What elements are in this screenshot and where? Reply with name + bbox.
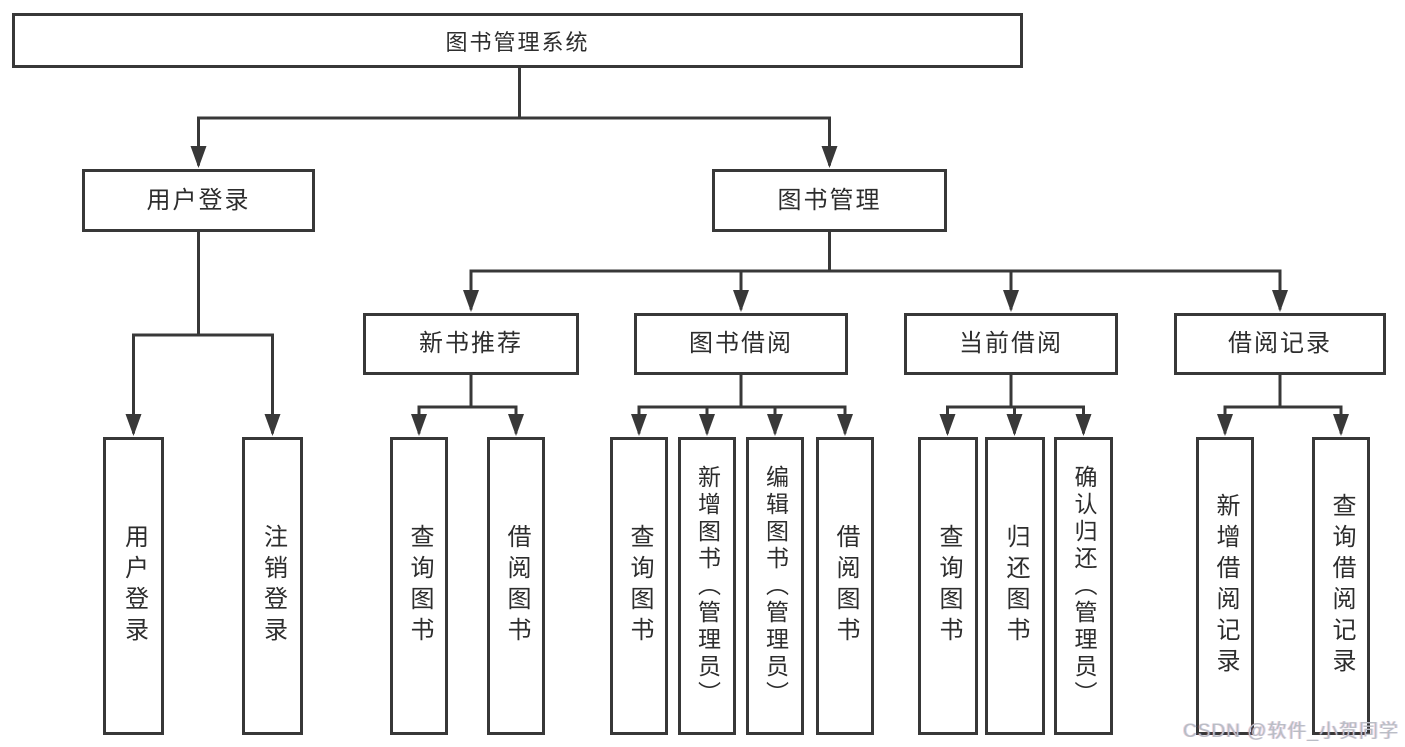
- node-book-management: 图书管理: [712, 169, 947, 232]
- node-label: 新书推荐: [419, 330, 523, 357]
- leaf-borrow-books: 借阅图书: [816, 437, 874, 735]
- arrowhead: [699, 414, 715, 436]
- node-label: 查询借阅记录: [1328, 493, 1355, 679]
- node-book-borrow: 图书借阅: [634, 313, 848, 375]
- node-label: 注销登录: [259, 524, 287, 648]
- leaf-return-books: 归还图书: [985, 437, 1045, 735]
- connector-book-management: [469, 230, 1282, 310]
- node-label: 图书管理系统: [445, 29, 590, 55]
- arrowhead: [1272, 290, 1288, 312]
- node-new-book-recommend: 新书推荐: [363, 313, 579, 375]
- node-label: 借阅图书: [503, 524, 530, 648]
- arrowhead: [463, 290, 479, 312]
- node-label: 图书管理: [777, 186, 882, 214]
- leaf-query-books-recommend: 查询图书: [390, 437, 448, 735]
- csdn-watermark: CSDN @软件_小贺同学: [1183, 721, 1399, 742]
- arrowhead: [1075, 414, 1092, 436]
- node-borrow-record: 借阅记录: [1174, 313, 1386, 375]
- leaf-add-books-admin: 新增图书（管理员）: [678, 437, 736, 735]
- arrowhead: [939, 414, 956, 436]
- connector-root: [197, 66, 831, 166]
- node-label: 当前借阅: [959, 330, 1063, 357]
- leaf-edit-books-admin: 编辑图书（管理员）: [746, 437, 804, 735]
- arrowhead: [264, 414, 281, 436]
- arrowhead: [1217, 414, 1233, 436]
- node-label: 借阅图书: [832, 524, 859, 648]
- node-label: 编辑图书（管理员）: [762, 464, 789, 708]
- connector-new-book: [417, 373, 518, 434]
- node-label: 查询图书: [935, 524, 962, 648]
- arrowhead: [125, 414, 142, 436]
- node-label: 用户登录: [146, 186, 251, 214]
- arrowhead: [837, 414, 853, 436]
- leaf-logout: 注销登录: [242, 437, 303, 735]
- arrowhead: [1006, 414, 1023, 436]
- arrowhead: [411, 414, 427, 436]
- node-label: 确认归还（管理员）: [1071, 464, 1097, 708]
- connector-book-borrow: [637, 373, 847, 434]
- node-label: 新增图书（管理员）: [694, 464, 721, 708]
- leaf-borrow-books-recommend: 借阅图书: [487, 437, 545, 735]
- arrowhead: [190, 146, 207, 168]
- node-current-borrow: 当前借阅: [904, 313, 1118, 375]
- node-library-management-system: 图书管理系统: [12, 13, 1023, 68]
- arrowhead: [508, 414, 524, 436]
- leaf-add-borrow-record: 新增借阅记录: [1196, 437, 1254, 735]
- node-label: 新增借阅记录: [1212, 493, 1239, 679]
- node-label: 图书借阅: [689, 330, 793, 357]
- leaf-query-books-current: 查询图书: [918, 437, 978, 735]
- arrowhead: [1333, 414, 1349, 436]
- arrowhead: [821, 146, 838, 168]
- node-user-login: 用户登录: [82, 169, 315, 232]
- arrowhead: [733, 290, 749, 312]
- leaf-query-books-borrow: 查询图书: [610, 437, 668, 735]
- node-label: 用户登录: [120, 524, 148, 648]
- node-label: 查询图书: [406, 524, 433, 648]
- node-label: 借阅记录: [1228, 330, 1332, 357]
- leaf-user-login: 用户登录: [103, 437, 164, 735]
- leaf-query-borrow-record: 查询借阅记录: [1312, 437, 1370, 735]
- arrowhead: [767, 414, 783, 436]
- node-label: 查询图书: [626, 524, 653, 648]
- connector-user-login: [132, 230, 274, 434]
- arrowhead: [631, 414, 647, 436]
- leaf-confirm-return-admin: 确认归还（管理员）: [1054, 437, 1113, 735]
- connector-borrow-record: [1223, 373, 1343, 434]
- arrowhead: [1003, 290, 1019, 312]
- node-label: 归还图书: [1002, 524, 1029, 648]
